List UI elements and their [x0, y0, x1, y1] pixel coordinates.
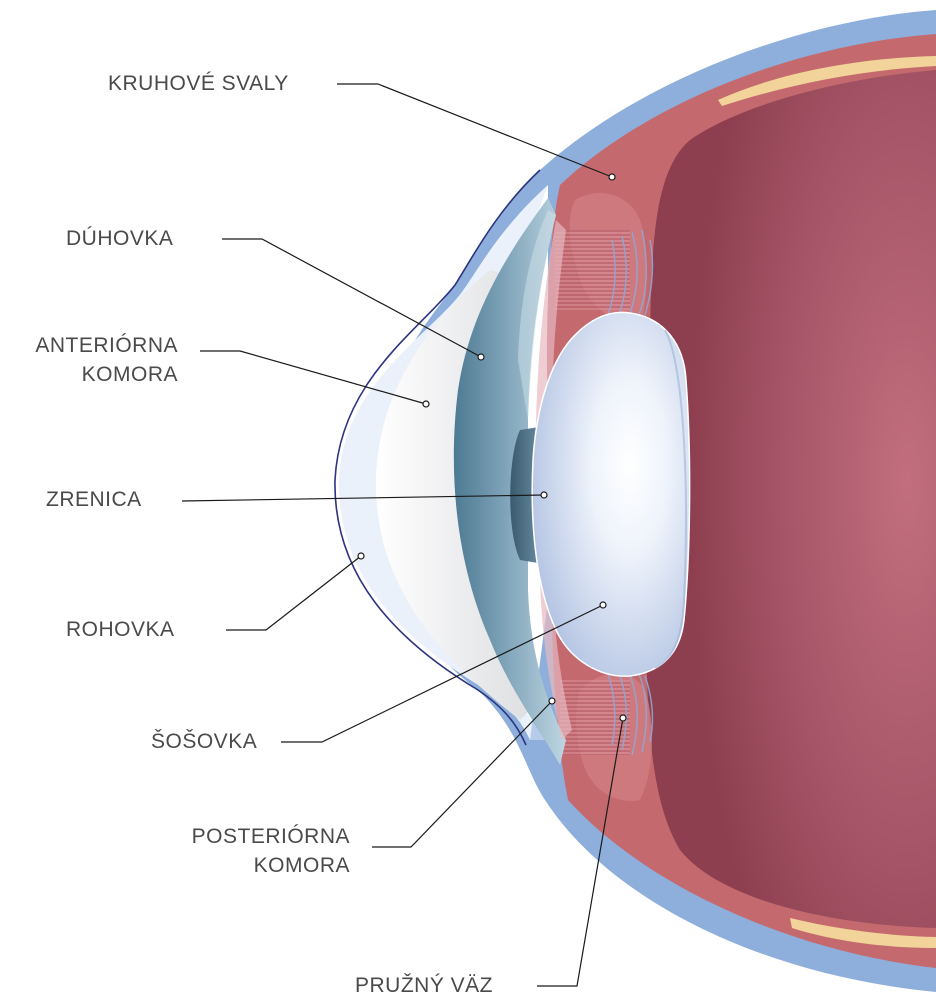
dot-kruhove-svaly [609, 174, 615, 180]
label-anteriorna-line1: ANTERIÓRNA [8, 331, 178, 360]
label-posteriorna-komora: POSTERIÓRNA KOMORA [150, 822, 350, 880]
label-posteriorna-line2: KOMORA [150, 851, 350, 880]
dot-zrenica [541, 492, 547, 498]
dot-anteriorna [423, 401, 429, 407]
lens-shape [532, 312, 689, 676]
label-kruhove-svaly: KRUHOVÉ SVALY [108, 69, 289, 98]
leader-rohovka [226, 556, 361, 630]
label-anteriorna-komora: ANTERIÓRNA KOMORA [8, 331, 178, 389]
dot-sosovka [600, 602, 606, 608]
dot-posteriorna [549, 698, 555, 704]
label-posteriorna-line1: POSTERIÓRNA [150, 822, 350, 851]
label-duhovka: DÚHOVKA [66, 224, 173, 253]
label-pruzny-vaz: PRUŽNÝ VÄZ [355, 971, 493, 1000]
label-zrenica: ZRENICA [46, 485, 142, 514]
dot-pruzny-vaz [620, 715, 626, 721]
label-sosovka: ŠOŠOVKA [151, 727, 257, 756]
dot-duhovka [478, 354, 484, 360]
ciliary-striation-top [555, 230, 630, 310]
label-anteriorna-line2: KOMORA [8, 360, 178, 389]
label-rohovka: ROHOVKA [66, 615, 175, 644]
dot-rohovka [358, 553, 364, 559]
